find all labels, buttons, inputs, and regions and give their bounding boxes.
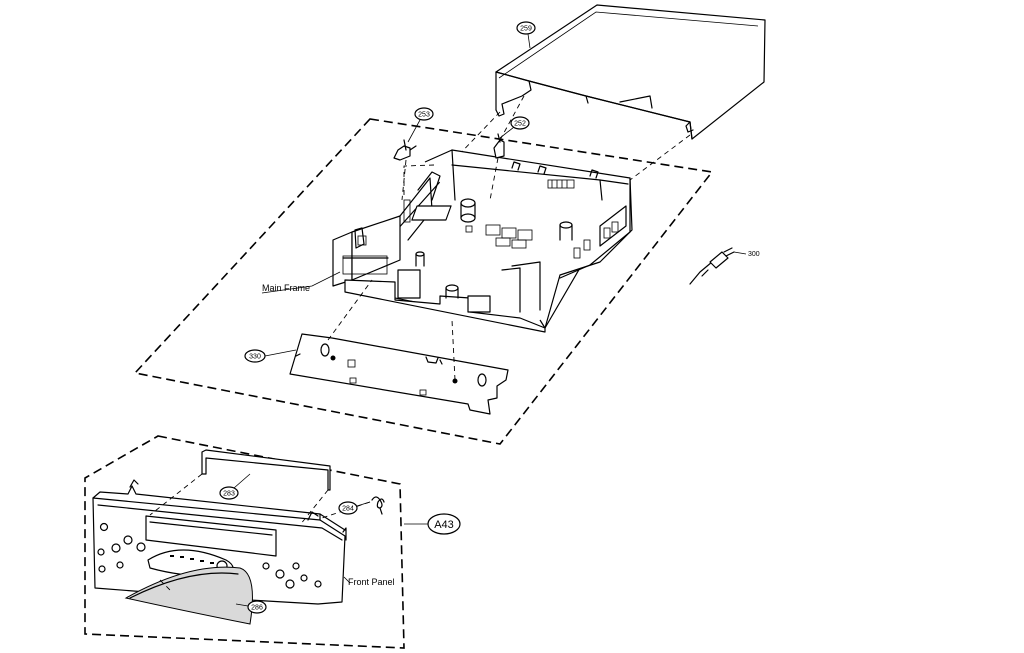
top-cover <box>495 4 766 140</box>
guide-line <box>159 579 171 591</box>
callout-253-text: 253 <box>418 112 430 119</box>
callout-259-text: 259 <box>520 26 532 33</box>
guide-line <box>299 489 329 526</box>
callout-253: 253 <box>407 107 434 143</box>
main-frame-label: Main Frame <box>262 283 310 293</box>
guide-line <box>401 159 407 201</box>
assembly-badge: A43 <box>404 513 461 535</box>
callout-283: 283 <box>219 473 251 500</box>
front-panel-label: Front Panel <box>348 577 395 587</box>
label-main-frame: Main Frame <box>261 271 341 294</box>
callout-300-text: 300 <box>748 251 760 258</box>
callout-286-text: 286 <box>251 605 263 612</box>
guide-line <box>327 279 373 341</box>
front-door <box>201 449 331 491</box>
guide-line <box>451 319 456 381</box>
bracket-right <box>493 133 505 159</box>
assembly-badge-text: A43 <box>434 519 454 531</box>
bracket-left <box>393 139 417 161</box>
power-cord <box>689 247 735 285</box>
callout-259: 259 <box>516 21 536 49</box>
label-front-panel: Front Panel <box>343 576 395 587</box>
guide-line <box>629 134 691 181</box>
callout-252-text: 252 <box>514 121 526 128</box>
callout-330-text: 330 <box>249 354 261 361</box>
callout-330: 330 <box>244 349 297 363</box>
callout-284-text: 284 <box>342 506 354 513</box>
guide-line <box>489 157 499 201</box>
callout-286: 286 <box>235 600 267 614</box>
callout-283-text: 283 <box>223 491 235 498</box>
front-panel-group-outline <box>84 435 405 649</box>
guide-line <box>149 473 203 516</box>
guide-line <box>403 164 435 195</box>
front-spring <box>371 496 385 515</box>
front-window <box>124 566 253 625</box>
callout-252: 252 <box>499 116 530 139</box>
chassis-outline <box>133 118 714 445</box>
circuit-board <box>289 333 509 415</box>
main-frame <box>332 149 633 333</box>
callout-300: 300 <box>733 251 760 258</box>
callout-284: 284 <box>338 501 371 515</box>
